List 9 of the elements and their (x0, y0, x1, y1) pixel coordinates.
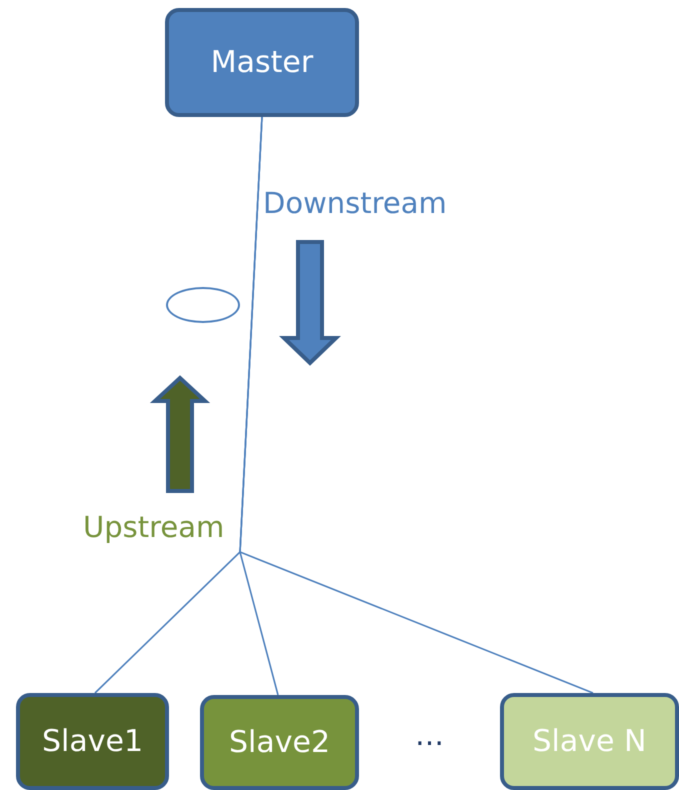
rounded-box: Slave1 (16, 693, 169, 790)
rounded-box: Slave2 (200, 695, 359, 790)
flow-label: Upstream (83, 510, 224, 544)
connector-line (239, 116, 594, 694)
rounded-box: Slave N (500, 693, 679, 790)
ellipsis: … (415, 718, 444, 752)
flow-label: Downstream (263, 186, 447, 220)
rounded-box: Master (165, 8, 359, 117)
ellipse-shape (166, 287, 240, 323)
